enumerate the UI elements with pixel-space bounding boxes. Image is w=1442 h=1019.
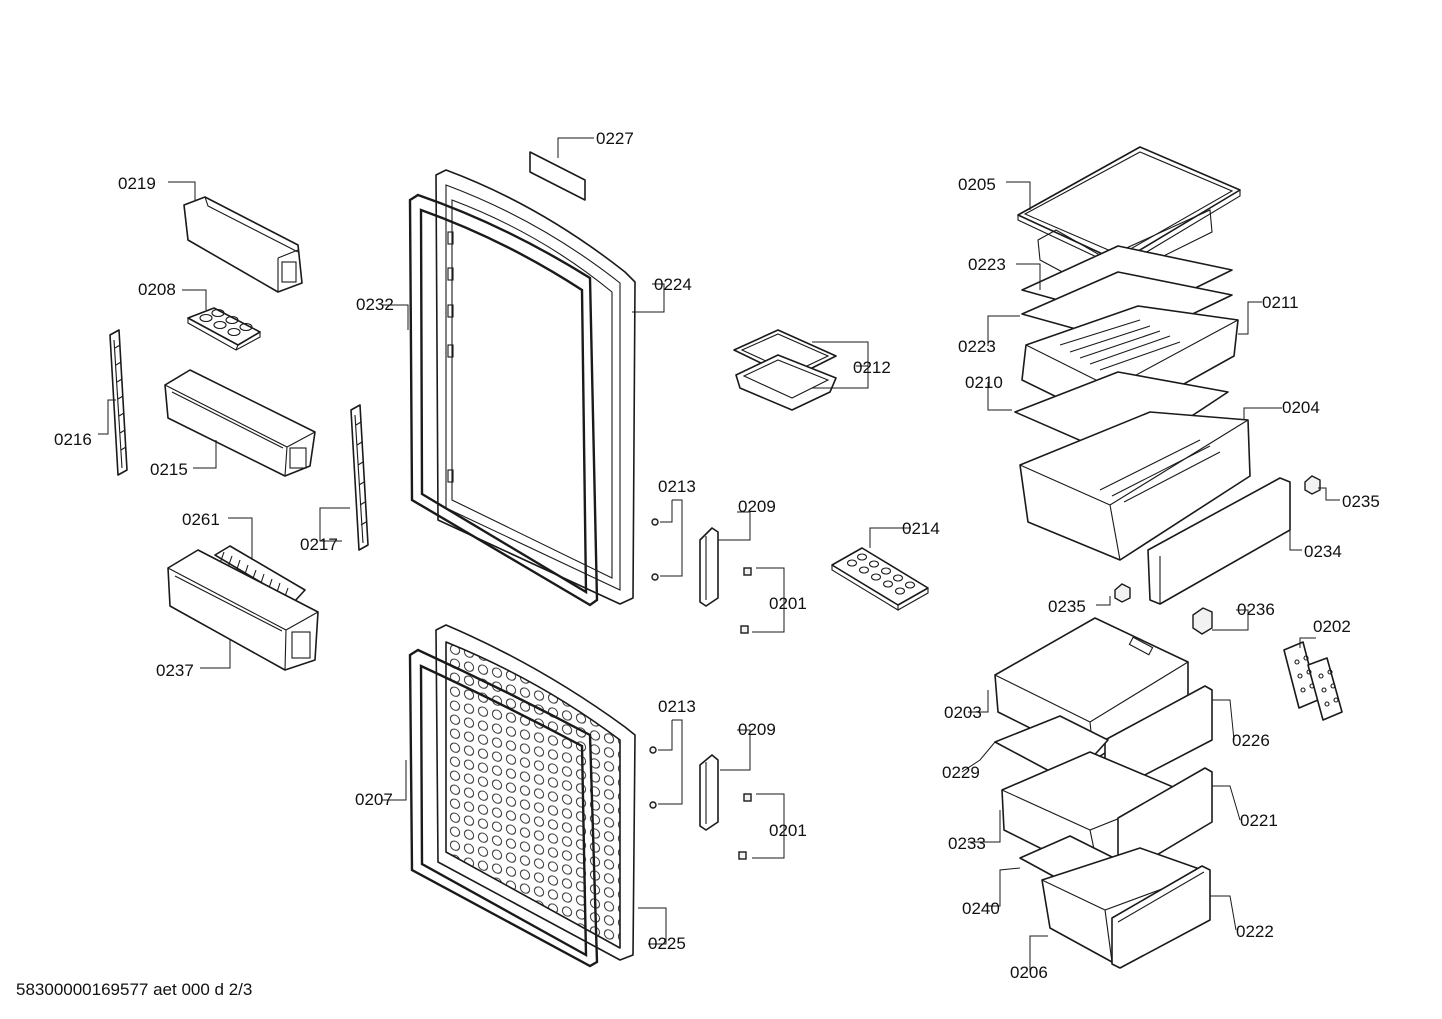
label-0225: 0225 bbox=[648, 934, 686, 953]
document-id: 58300000169577 aet 000 d 2/3 bbox=[16, 980, 253, 999]
label-0224: 0224 bbox=[654, 275, 692, 294]
small-tray-0212 bbox=[733, 329, 837, 411]
crisper-drawer-0204 bbox=[1019, 411, 1251, 561]
label-0215: 0215 bbox=[150, 460, 188, 479]
label-0202: 0202 bbox=[1313, 617, 1351, 636]
glass-shelf-0205 bbox=[1017, 146, 1241, 293]
clip-0235-lower bbox=[1114, 583, 1131, 603]
label-0210: 0210 bbox=[965, 373, 1003, 392]
door-rail-0216 bbox=[109, 329, 128, 476]
label-0201-upper: 0201 bbox=[769, 594, 807, 613]
clip-0236 bbox=[1192, 607, 1213, 635]
label-0204: 0204 bbox=[1282, 398, 1320, 417]
label-0208: 0208 bbox=[138, 280, 176, 299]
label-0236: 0236 bbox=[1237, 600, 1275, 619]
label-0213-lower: 0213 bbox=[658, 697, 696, 716]
label-0261: 0261 bbox=[182, 510, 220, 529]
label-0216: 0216 bbox=[54, 430, 92, 449]
label-0213-upper: 0213 bbox=[658, 477, 696, 496]
label-0222: 0222 bbox=[1236, 922, 1274, 941]
label-0226: 0226 bbox=[1232, 731, 1270, 750]
label-0206: 0206 bbox=[1010, 963, 1048, 982]
ice-cube-tray-0214 bbox=[831, 547, 929, 611]
caps-0201-lower bbox=[738, 793, 752, 860]
label-0205: 0205 bbox=[958, 175, 996, 194]
label-0201-lower: 0201 bbox=[769, 821, 807, 840]
butter-compartment-0219 bbox=[183, 196, 303, 293]
label-0237: 0237 bbox=[156, 661, 194, 680]
label-0235-upper: 0235 bbox=[1342, 492, 1380, 511]
drawer-front-0222 bbox=[1111, 865, 1211, 969]
label-0235-lower: 0235 bbox=[1048, 597, 1086, 616]
cold-packs-0202 bbox=[1283, 641, 1343, 721]
rating-label-0227 bbox=[529, 151, 586, 201]
label-0229: 0229 bbox=[942, 763, 980, 782]
label-0227: 0227 bbox=[596, 129, 634, 148]
label-0211: 0211 bbox=[1262, 293, 1299, 312]
label-0223-upper: 0223 bbox=[968, 255, 1006, 274]
label-0214: 0214 bbox=[902, 519, 940, 538]
door-shelf-0215 bbox=[164, 369, 316, 477]
label-0217: 0217 bbox=[300, 535, 338, 554]
clip-0235-upper bbox=[1304, 475, 1321, 495]
leader-lines bbox=[98, 137, 1340, 972]
screws-0213-lower bbox=[649, 746, 657, 809]
label-0221: 0221 bbox=[1240, 811, 1278, 830]
handle-0209-lower bbox=[699, 754, 719, 831]
egg-tray-0208 bbox=[187, 307, 261, 351]
label-0219: 0219 bbox=[118, 174, 156, 193]
screws-0213-upper bbox=[651, 518, 659, 581]
label-0207: 0207 bbox=[355, 790, 393, 809]
lower-door-gasket-0207 bbox=[408, 648, 599, 968]
bottle-shelf-0237 bbox=[167, 549, 319, 671]
label-0232: 0232 bbox=[356, 295, 394, 314]
part-number-labels: 0227 0219 0232 0224 0208 0216 0215 0261 … bbox=[54, 129, 1380, 982]
upper-door-gasket-0232 bbox=[408, 193, 599, 607]
upper-door-0224 bbox=[435, 169, 636, 605]
label-0223-lower: 0223 bbox=[958, 337, 996, 356]
label-0234: 0234 bbox=[1304, 542, 1342, 561]
bottom-drawer-0206 bbox=[1041, 847, 1209, 963]
label-0233: 0233 bbox=[948, 834, 986, 853]
label-0212: 0212 bbox=[853, 358, 891, 377]
label-0203: 0203 bbox=[944, 703, 982, 722]
label-0209-lower: 0209 bbox=[738, 720, 776, 739]
handle-0209-upper bbox=[699, 527, 719, 607]
label-0209-upper: 0209 bbox=[738, 497, 776, 516]
door-rail-0217 bbox=[350, 404, 369, 551]
label-0240: 0240 bbox=[962, 899, 1000, 918]
lower-door-0225 bbox=[435, 624, 636, 961]
caps-0201-upper bbox=[740, 567, 752, 634]
